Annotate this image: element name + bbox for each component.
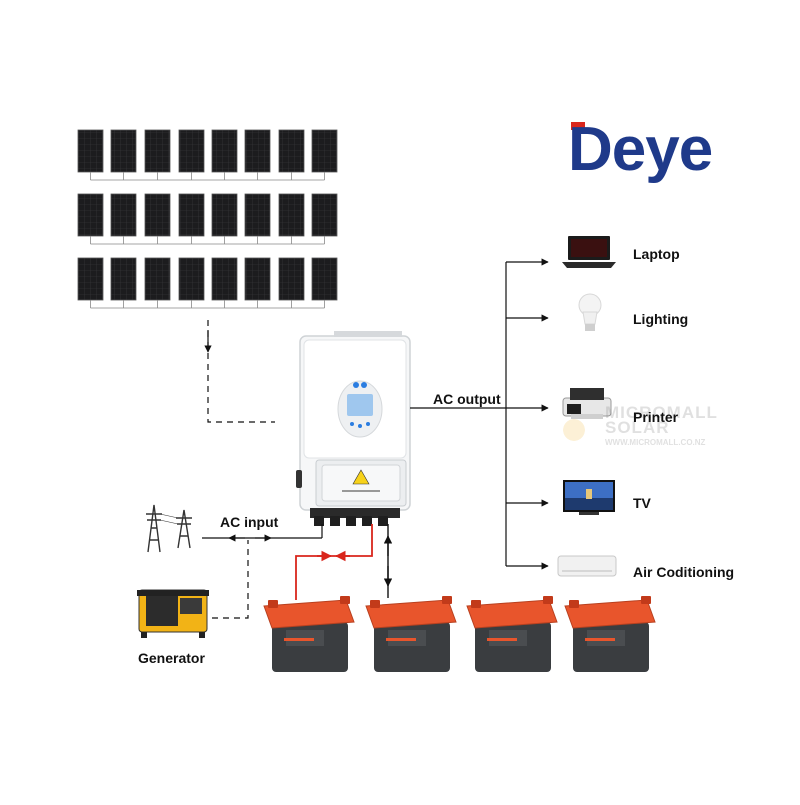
load-label-printer: Printer — [633, 409, 679, 425]
solar-panel — [278, 257, 305, 301]
ac-output-label: AC output — [433, 391, 501, 407]
tv-icon — [563, 480, 615, 515]
battery — [466, 596, 558, 672]
solar-panel-row — [77, 129, 338, 181]
solar-panel — [110, 193, 137, 237]
battery-bank — [263, 596, 656, 672]
solar-dc-line — [207, 320, 275, 423]
solar-panel — [311, 257, 338, 301]
solar-panel — [278, 129, 305, 173]
watermark-line-3: WWW.MICROMALL.CO.NZ — [605, 438, 706, 447]
printer-icon — [562, 388, 612, 419]
load-label-tv: TV — [633, 495, 651, 511]
solar-panel — [77, 257, 104, 301]
battery — [263, 596, 355, 672]
solar-panel — [110, 257, 137, 301]
solar-panel — [178, 129, 205, 173]
solar-panel — [211, 257, 238, 301]
solar-panel — [311, 193, 338, 237]
solar-panel — [211, 129, 238, 173]
solar-panel — [244, 257, 271, 301]
watermark: MICROMALL SOLAR WWW.MICROMALL.CO.NZ — [555, 403, 718, 450]
solar-panel — [178, 257, 205, 301]
hybrid-inverter — [296, 331, 411, 526]
battery — [564, 596, 656, 672]
solar-panel — [211, 193, 238, 237]
solar-panel — [110, 129, 137, 173]
battery-positive-line — [295, 524, 373, 600]
load-label-laptop: Laptop — [633, 246, 680, 262]
solar-panel — [144, 129, 171, 173]
ac-input-label: AC input — [220, 514, 279, 530]
solar-panel — [244, 193, 271, 237]
sun-icon — [555, 411, 593, 449]
logo-text: Deye — [568, 115, 713, 184]
power-pylon-icon — [146, 504, 192, 553]
solar-panel-row — [77, 257, 338, 309]
brand-logo: Deye — [568, 115, 768, 190]
laptop-icon — [562, 236, 616, 268]
watermark-line-1: MICROMALL — [605, 403, 718, 422]
solar-panel-row — [77, 193, 338, 245]
solar-panel — [278, 193, 305, 237]
solar-panel — [178, 193, 205, 237]
solar-panel — [244, 129, 271, 173]
logo-accent-bar — [571, 122, 585, 130]
solar-panel — [77, 193, 104, 237]
solar-array — [77, 129, 338, 309]
watermark-line-2: SOLAR — [605, 418, 670, 437]
load-label-air-conditioning: Air Coditioning — [633, 564, 735, 580]
generator-label: Generator — [138, 650, 205, 666]
solar-panel — [144, 257, 171, 301]
light-bulb-icon — [578, 293, 602, 331]
solar-panel — [311, 129, 338, 173]
air-conditioner-icon — [557, 555, 617, 577]
solar-panel — [77, 129, 104, 173]
generator-line — [212, 540, 249, 619]
battery — [365, 596, 457, 672]
solar-panel — [144, 193, 171, 237]
load-label-lighting: Lighting — [633, 311, 689, 327]
generator-icon — [137, 589, 209, 638]
